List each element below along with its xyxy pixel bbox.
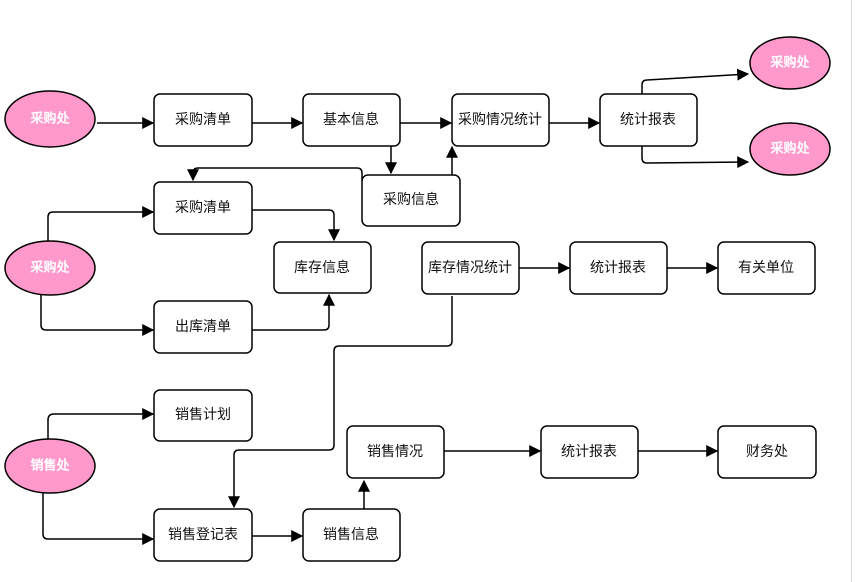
- ellipse-purchase-2: 采购处: [4, 240, 96, 296]
- box-sales-info: 销售信息: [302, 508, 401, 562]
- box-report-bottom: 统计报表: [540, 425, 639, 479]
- edge-sales-to-plan: [47, 408, 155, 440]
- edge-list-mid-to-inventory: [252, 209, 340, 242]
- box-purchase-stats: 采购情况统计: [451, 93, 550, 147]
- box-report-top: 统计报表: [599, 93, 698, 147]
- ellipse-purchase-out-1: 采购处: [749, 36, 831, 90]
- box-basic-info: 基本信息: [302, 93, 401, 147]
- box-sales-register: 销售登记表: [153, 508, 253, 562]
- edge-sales-to-register: [42, 492, 155, 545]
- ellipse-sales: 销售处: [4, 438, 96, 494]
- edge-report-to-purchase-out2: [641, 146, 750, 169]
- box-purchase-list-top: 采购清单: [153, 93, 253, 147]
- edge-purchase2-to-list-mid: [47, 206, 155, 243]
- ellipse-purchase-out-2: 采购处: [749, 122, 831, 176]
- canvas-edge-line: [851, 0, 852, 582]
- ellipse-purchase-1: 采购处: [4, 90, 96, 148]
- box-related-unit: 有关单位: [717, 241, 816, 295]
- box-inventory-stats: 库存情况统计: [421, 241, 520, 295]
- box-report-mid: 统计报表: [569, 241, 668, 295]
- edge-purchase-info-to-list-mid: [187, 167, 363, 182]
- box-purchase-info: 采购信息: [361, 174, 461, 227]
- box-inventory-info: 库存信息: [273, 241, 372, 294]
- box-sales-status: 销售情况: [346, 425, 445, 479]
- box-sales-plan: 销售计划: [153, 389, 253, 442]
- connectors: [40, 68, 750, 545]
- box-finance: 财务处: [717, 425, 817, 479]
- box-purchase-list-mid: 采购清单: [153, 181, 253, 235]
- edge-purchase2-to-outbound: [40, 294, 155, 336]
- edge-inv-stats-to-register: [228, 296, 453, 509]
- box-outbound-list: 出库清单: [153, 300, 253, 354]
- edge-report-to-purchase-out1: [641, 68, 750, 96]
- edge-outbound-to-inventory: [252, 293, 335, 331]
